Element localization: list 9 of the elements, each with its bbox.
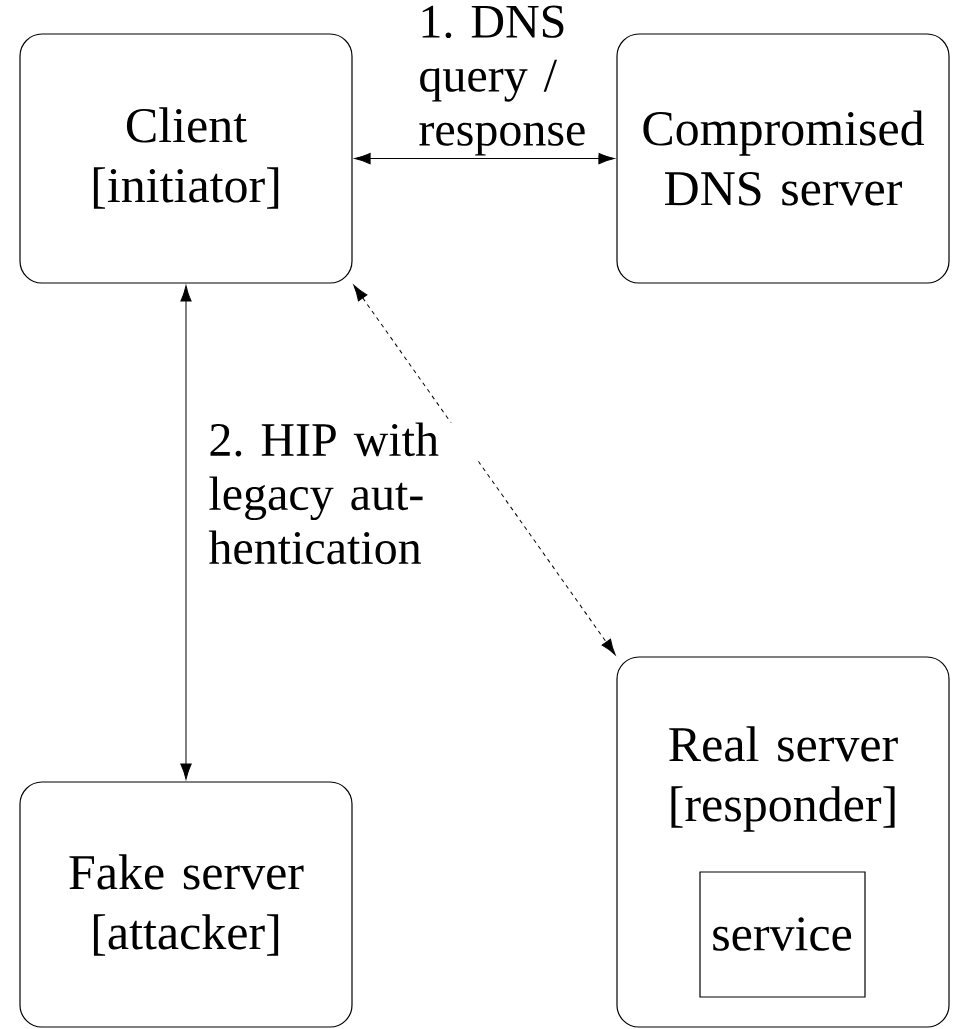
arrow <box>180 285 192 780</box>
host-box: Fake server [attacker] <box>19 781 353 1028</box>
host-box: Client [initiator] <box>19 33 353 284</box>
arrow <box>353 285 616 656</box>
edge-label: 1. DNS query / response <box>418 5 599 156</box>
service-box: service <box>699 871 866 998</box>
arrow <box>354 152 615 165</box>
host-box: Compromised DNS server <box>616 33 950 284</box>
edge-label: 2. HIP with legacy aut-hentication <box>208 422 479 565</box>
